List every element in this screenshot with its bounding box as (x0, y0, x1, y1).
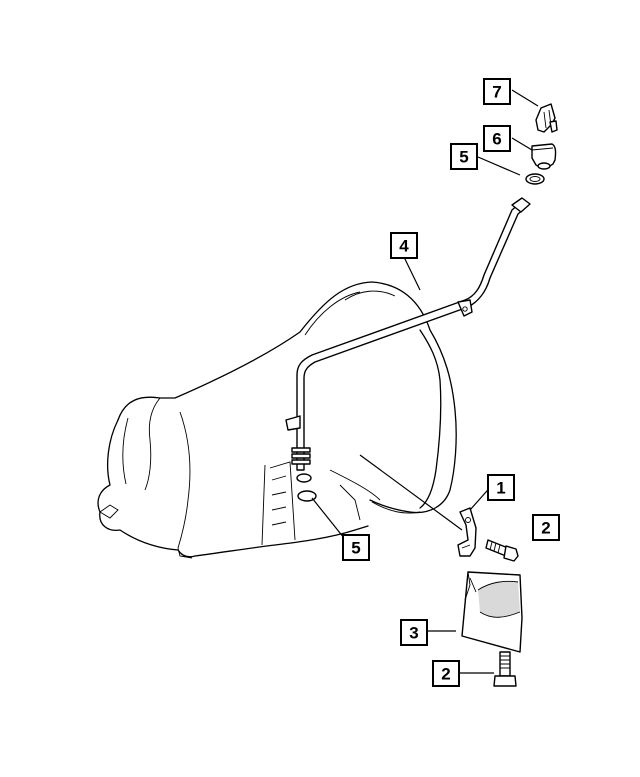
callout-label: 4 (399, 237, 409, 256)
callout-2-lower: 2 (432, 660, 460, 687)
callout-6: 6 (483, 125, 511, 152)
callout-7: 7 (483, 78, 511, 105)
dipstick-tube (285, 197, 531, 471)
callout-label: 7 (492, 83, 501, 102)
transmission-housing (97, 281, 457, 559)
o-ring-lower (296, 473, 317, 502)
callout-5-lower: 5 (342, 534, 370, 561)
bolt-lower (493, 651, 517, 687)
callout-3: 3 (400, 619, 428, 646)
shield (461, 571, 523, 653)
callout-4: 4 (390, 232, 418, 259)
callout-label: 2 (541, 519, 550, 538)
callout-label: 5 (351, 539, 360, 558)
callout-label: 1 (496, 479, 505, 498)
callout-label: 6 (492, 130, 501, 149)
callout-label: 3 (409, 624, 418, 643)
bracket (457, 507, 477, 557)
o-ring-upper (525, 173, 545, 185)
callout-1: 1 (487, 474, 515, 501)
bolt-upper (485, 539, 519, 562)
callout-label: 5 (459, 148, 468, 167)
callout-label: 2 (441, 665, 450, 684)
leader-lines (311, 89, 539, 674)
handle (535, 103, 558, 133)
callout-5-upper: 5 (450, 143, 478, 170)
cap (531, 143, 557, 170)
callout-2-upper: 2 (532, 514, 560, 541)
